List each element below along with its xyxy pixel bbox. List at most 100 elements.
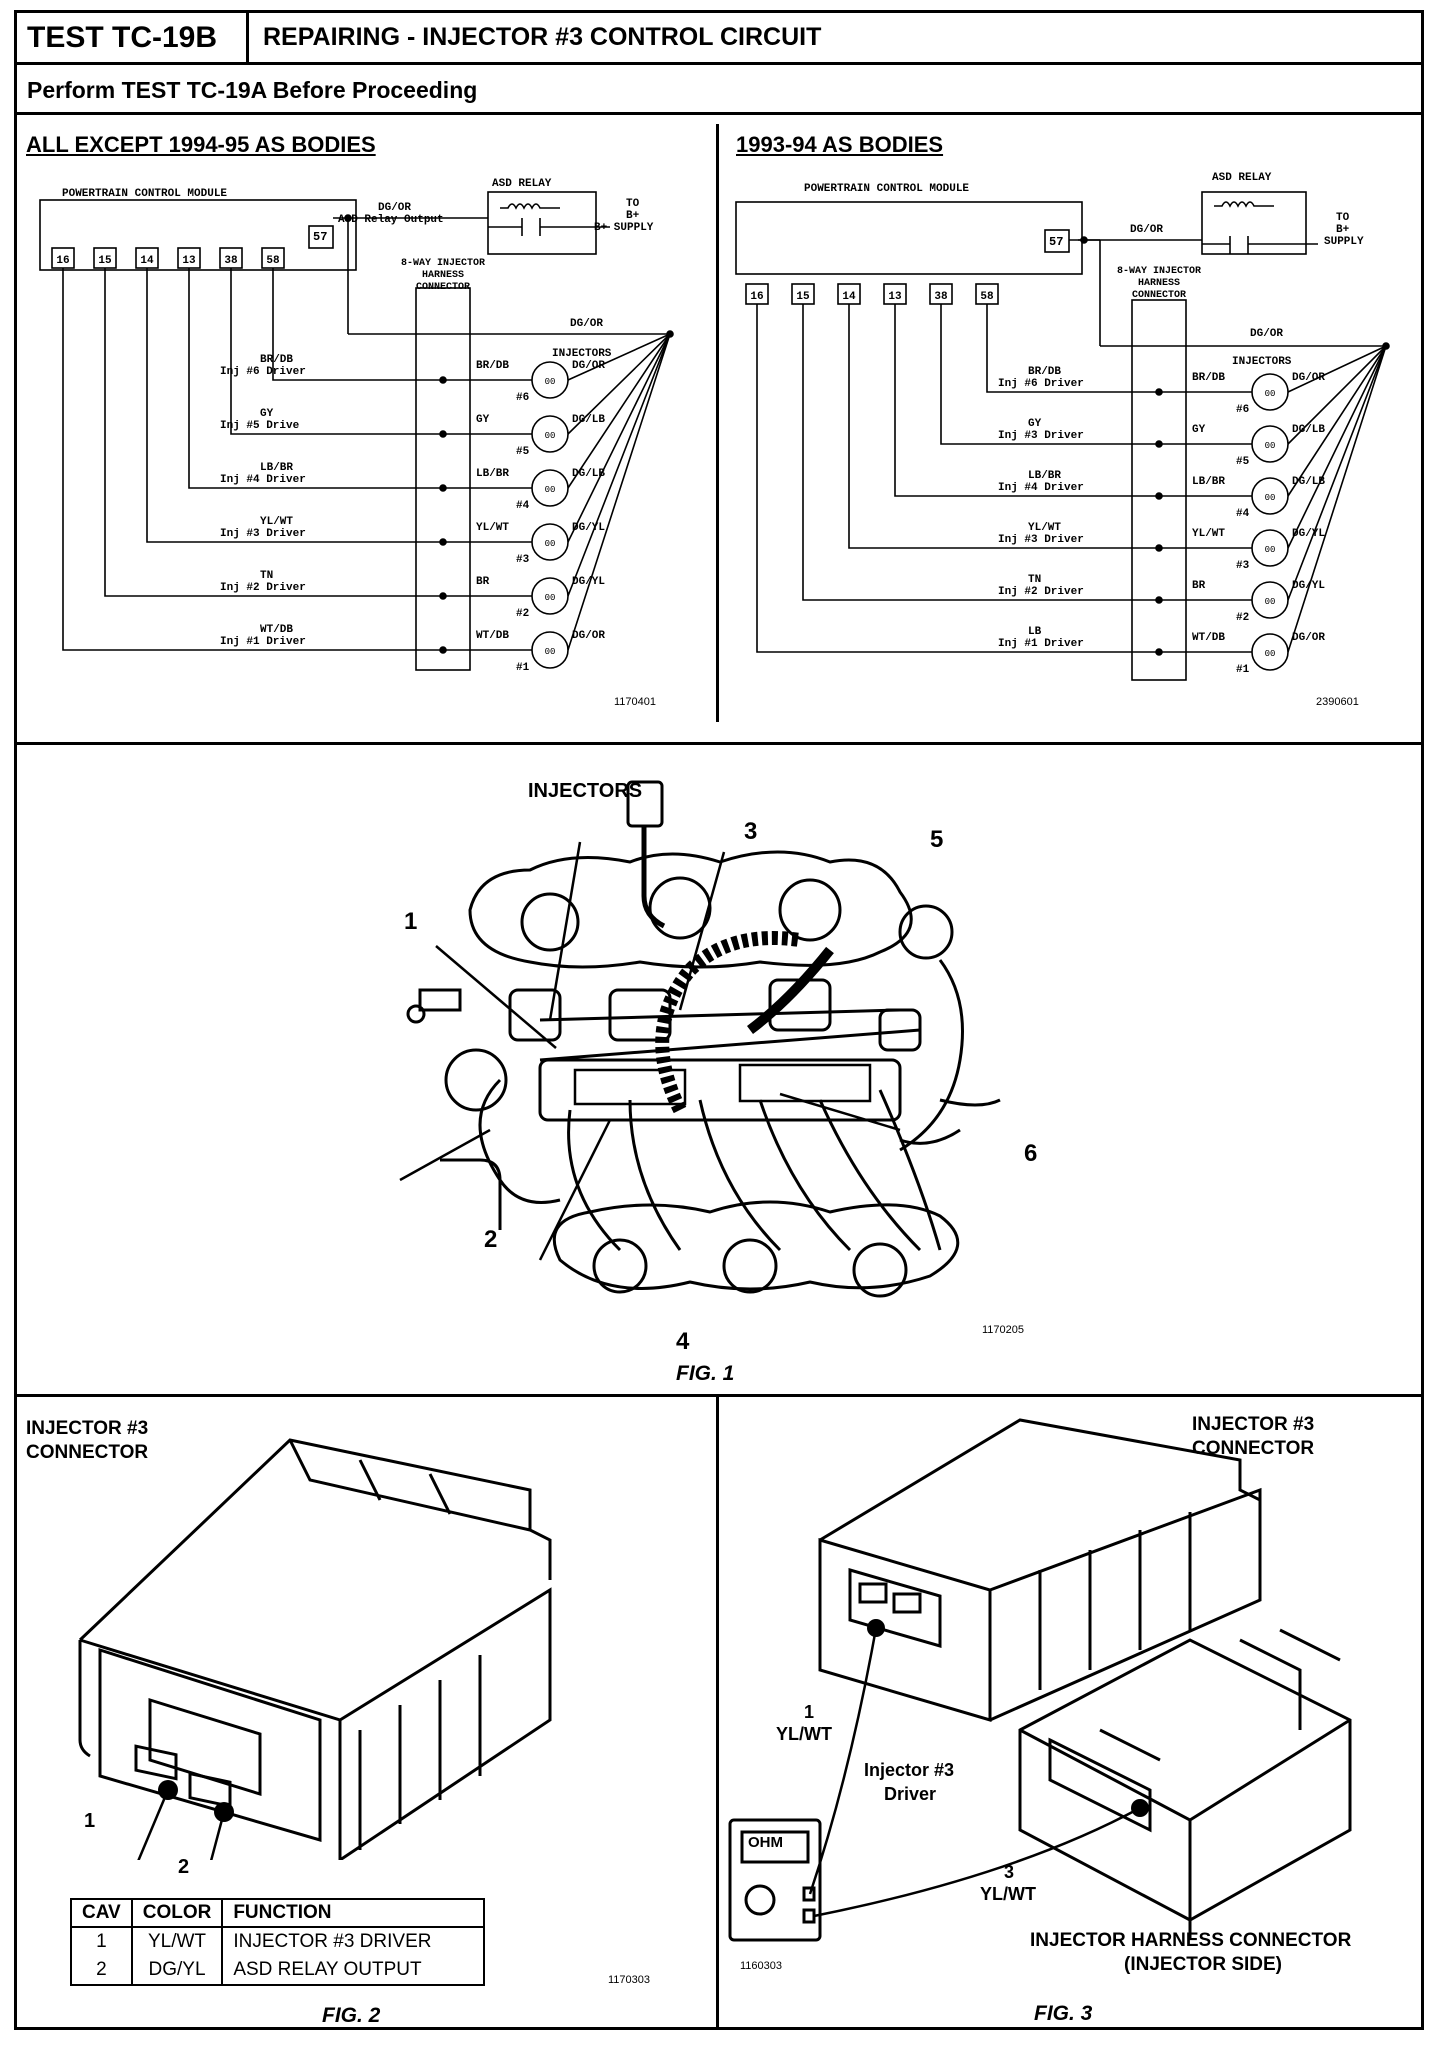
left-driver-wire (146, 268, 470, 543)
right-injector-feed-color: DG/YL (1292, 580, 1326, 592)
left-supply-b: B+ (626, 210, 640, 222)
left-8way-connector (415, 287, 471, 671)
test-id: TEST TC-19B (17, 13, 249, 62)
right-connector-terminal (1155, 648, 1163, 656)
fig3-probe3-number: 3 (1004, 1862, 1015, 1882)
right-driver-wire (894, 304, 1186, 497)
fig3-meter-label: OHM (748, 1834, 783, 1851)
left-injector-feed-color: DG/OR (572, 360, 606, 372)
right-pcm-pin-label: 15 (796, 291, 810, 303)
right-injector-symbol-label: 00 (1265, 649, 1276, 659)
left-schematic-heading: ALL EXCEPT 1994-95 AS BODIES (26, 132, 376, 157)
left-injector-feed (567, 333, 671, 543)
left-connector-terminal (439, 538, 447, 546)
right-pcm-pin-label: 16 (750, 291, 763, 303)
left-relay-label: ASD RELAY (492, 178, 552, 190)
right-relay-label: ASD RELAY (1212, 172, 1272, 184)
left-asd-pin (308, 225, 334, 249)
left-injector-feed-color: DG/OR (572, 630, 606, 642)
right-driver-wire-color: BR/DB (1028, 366, 1062, 378)
left-asd-output-label: ASD Relay Output (338, 214, 444, 226)
fig2-cavity-table: CAV COLOR FUNCTION 1 YL/WT INJECTOR #3 D… (70, 1898, 486, 1986)
left-injector-symbol-label: 00 (545, 539, 556, 549)
right-relay-box (1201, 191, 1307, 255)
table-header-function: FUNCTION (221, 1898, 486, 1928)
right-8way-connector (1131, 299, 1187, 681)
right-schematic-heading: 1993-94 AS BODIES (736, 132, 944, 157)
left-driver-wire-color: GY (260, 408, 274, 420)
left-injector-feed (567, 333, 671, 489)
left-pcm-pin-label: 13 (182, 255, 196, 267)
right-injector-symbol-label: 00 (1265, 389, 1276, 399)
right-injector-feed (1287, 345, 1387, 445)
left-injector-wire-color: YL/WT (476, 522, 510, 534)
right-injector-feed (1287, 345, 1387, 549)
left-injector-number: #5 (516, 446, 530, 458)
right-injector-number: #2 (1236, 612, 1250, 624)
left-injector-symbol-label: 00 (545, 431, 556, 441)
left-supply-to: TO (626, 198, 640, 210)
left-injector-feed (567, 333, 671, 381)
fig1-callout-5: 5 (930, 826, 944, 853)
table-cell-color: DG/YL (130, 1956, 224, 1986)
left-connector-terminal (439, 592, 447, 600)
left-injector-feed-color: DG/YL (572, 576, 606, 588)
left-connector-terminal (439, 646, 447, 654)
table-header-color: COLOR (130, 1898, 224, 1928)
divider-schematics (14, 742, 1424, 745)
right-injector-feed-color: DG/YL (1292, 528, 1326, 540)
fig2-title-line1: INJECTOR #3 (26, 1418, 149, 1439)
fig2-callout-1: 1 (84, 1810, 96, 1832)
table-cell-cav: 2 (70, 1956, 133, 1986)
right-driver-label: Inj #4 Driver (998, 482, 1084, 494)
left-schematic-code: 1170401 (614, 696, 657, 708)
fig1-caption: FIG. 1 (676, 1362, 735, 1385)
left-pcm-pin-label: 16 (56, 255, 69, 267)
left-injector-wire-color: BR/DB (476, 360, 510, 372)
right-connector-terminal (1155, 440, 1163, 448)
right-asd-wire-label: DG/OR (1130, 224, 1164, 236)
left-driver-label: Inj #4 Driver (220, 474, 306, 486)
right-supply-b: B+ (1336, 224, 1350, 236)
right-injector-feed-color: DG/LB (1292, 424, 1326, 436)
right-driver-label: Inj #2 Driver (998, 586, 1084, 598)
left-injector-feed (567, 333, 671, 435)
right-connector-terminal (1155, 388, 1163, 396)
fig1-callout-2: 2 (484, 1226, 498, 1253)
right-driver-wire-color: YL/WT (1028, 522, 1062, 534)
fig2-connector-illustration (78, 1438, 552, 1860)
subtitle: Perform TEST TC-19A Before Proceeding (27, 77, 478, 103)
right-injector-symbol-label: 00 (1265, 493, 1276, 503)
fig3-caption: FIG. 3 (1034, 2002, 1093, 2025)
left-connector-terminal (439, 376, 447, 384)
left-asd-wire-label: DG/OR (378, 202, 412, 214)
right-driver-label: Inj #3 Driver (998, 430, 1084, 442)
fig3-code: 1160303 (740, 1960, 783, 1972)
fig3-title-line2: CONNECTOR (1192, 1438, 1315, 1459)
left-injector-wire-color: WT/DB (476, 630, 510, 642)
right-supply-label: SUPPLY (1324, 236, 1364, 248)
right-injector-number: #3 (1236, 560, 1250, 572)
right-driver-label: Inj #3 Driver (998, 534, 1084, 546)
fig2-code: 1170303 (608, 1974, 651, 1986)
left-injector-number: #2 (516, 608, 530, 620)
right-pcm-pin-label: 13 (888, 291, 902, 303)
left-connector-terminal (439, 484, 447, 492)
left-injector-number: #4 (516, 500, 530, 512)
left-feed-wire-label: DG/OR (570, 318, 604, 330)
right-pcm-pin-label: 58 (980, 291, 994, 303)
right-injectors-label: INJECTORS (1232, 356, 1292, 368)
right-injector-feed (1287, 345, 1387, 393)
left-pcm-pin-label: 15 (98, 255, 112, 267)
left-pcm-box (39, 199, 357, 271)
left-driver-label: Inj #6 Driver (220, 366, 306, 378)
left-feed-junction (666, 330, 674, 338)
left-asd-pin-number: 57 (313, 230, 328, 244)
right-schematic-code: 2390601 (1316, 696, 1359, 708)
right-driver-label: Inj #6 Driver (998, 378, 1084, 390)
right-pcm-pin-label: 14 (842, 291, 856, 303)
right-connector-terminal (1155, 596, 1163, 604)
fig3-probe1-number: 1 (804, 1702, 815, 1722)
left-driver-wire (104, 268, 470, 597)
right-injector-symbol-label: 00 (1265, 441, 1276, 451)
